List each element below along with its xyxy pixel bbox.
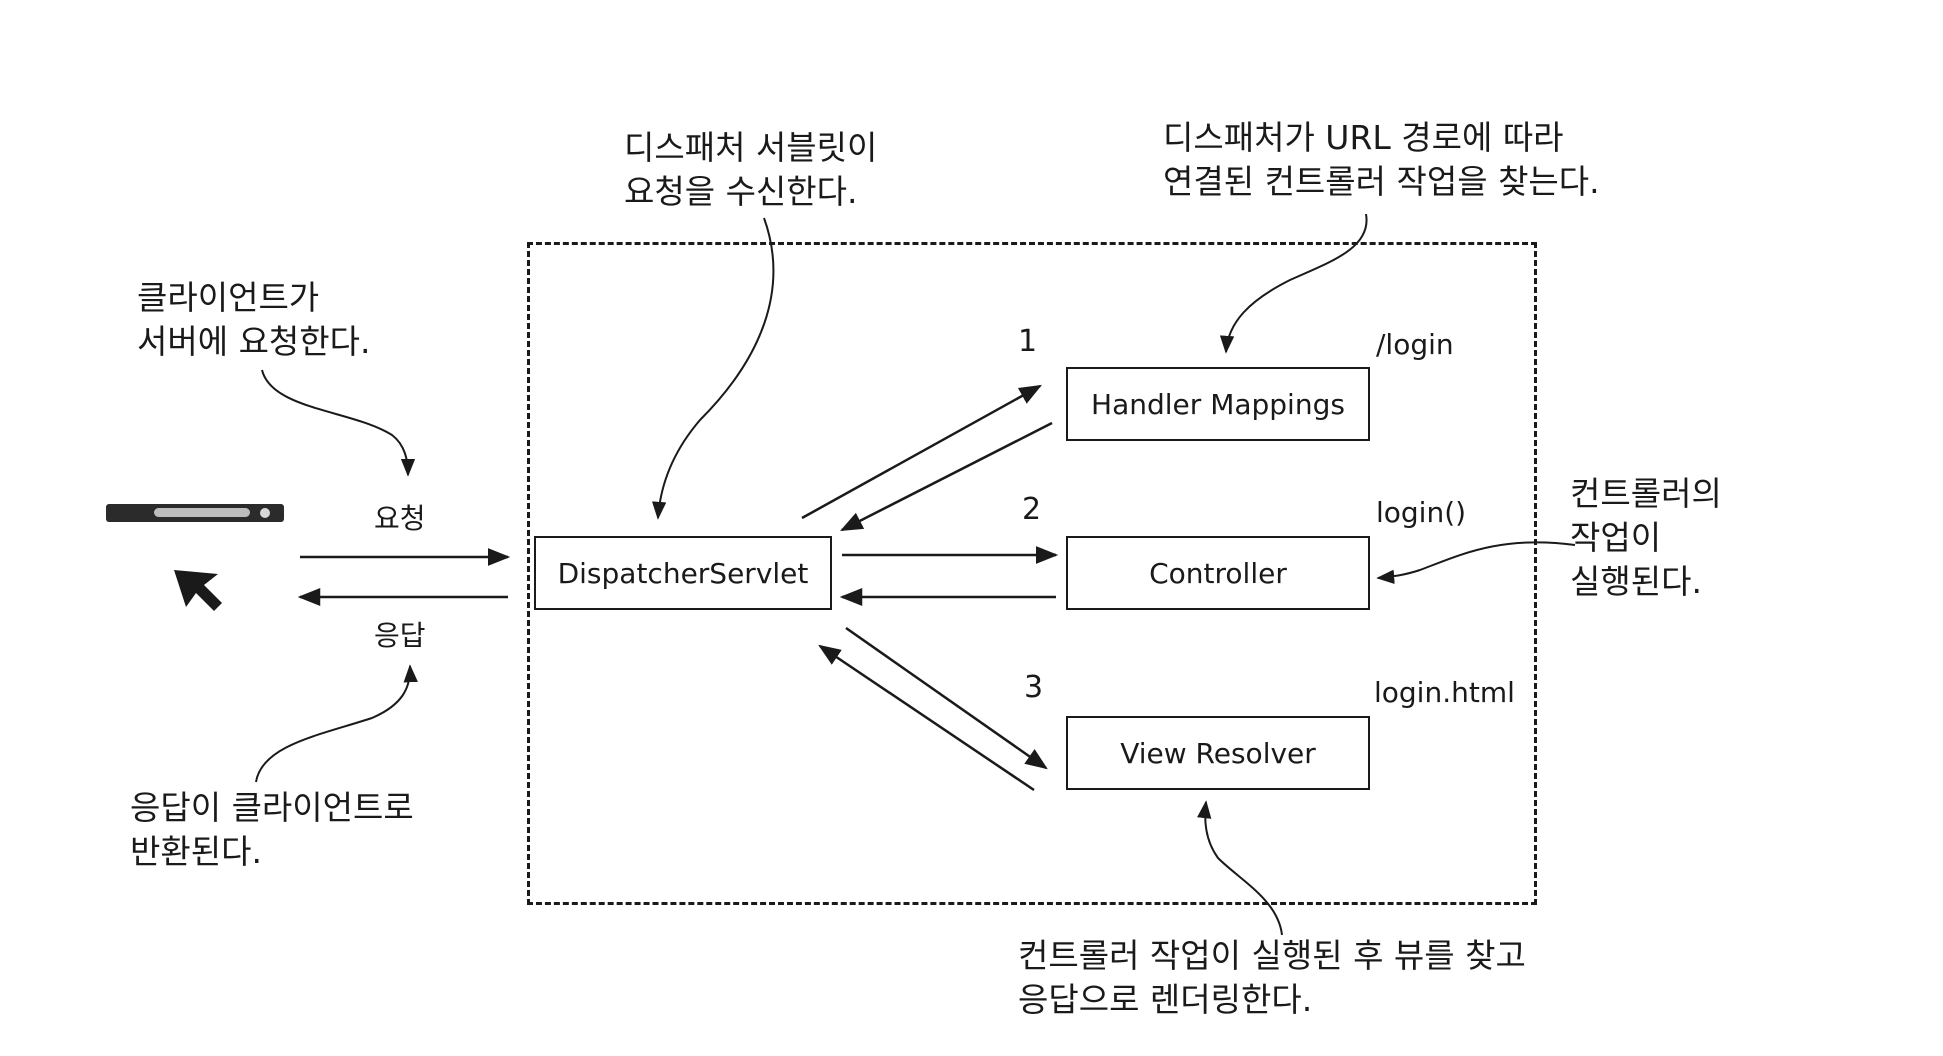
note-view-render: 컨트롤러 작업이 실행된 후 뷰를 찾고 응답으로 렌더링한다. (1018, 934, 1526, 1022)
note-line: 디스패처 서블릿이 (624, 128, 878, 167)
view-render-callout-arrow (1197, 800, 1283, 936)
tag-login-method: login() (1376, 496, 1467, 529)
find-controller-callout-arrow (1219, 213, 1368, 354)
mouse-cursor-icon (174, 570, 222, 611)
step-number-2: 2 (1022, 492, 1042, 527)
step-number-1: 1 (1018, 324, 1038, 359)
step-number-3: 3 (1024, 670, 1044, 705)
tag-login-view: login.html (1374, 676, 1515, 709)
view-resolver-box: View Resolver (1066, 716, 1370, 790)
step1-forward-arrow (801, 384, 1042, 520)
note-find-controller: 디스패처가 URL 경로에 따라 연결된 컨트롤러 작업을 찾는다. (1163, 116, 1600, 204)
tag-login-path: /login (1376, 328, 1454, 361)
address-field-shape (154, 508, 250, 517)
browser-address-bar-icon (106, 504, 284, 522)
server-boundary-frame (527, 242, 1537, 905)
note-line: 클라이언트가 (137, 278, 320, 317)
request-label: 요청 (374, 502, 426, 535)
controller-box: Controller (1066, 536, 1370, 610)
handler-mappings-box: Handler Mappings (1066, 367, 1370, 441)
dispatcher-receive-callout-arrow (651, 217, 775, 520)
note-response-return: 응답이 클라이언트로 반환된다. (130, 786, 414, 874)
note-line: 응답으로 렌더링한다. (1018, 980, 1313, 1019)
note-line: 응답이 클라이언트로 (130, 788, 414, 827)
note-line: 컨트롤러의 (1570, 474, 1722, 513)
note-line: 연결된 컨트롤러 작업을 찾는다. (1163, 162, 1600, 201)
controller-exec-callout-arrow (1376, 541, 1576, 585)
step1-return-arrow (839, 421, 1053, 532)
step3-forward-arrow (845, 626, 1048, 770)
note-line: 작업이 (1570, 518, 1662, 557)
browser-button-shape (260, 508, 270, 518)
response-label: 응답 (374, 619, 426, 652)
note-line: 디스패처가 URL 경로에 따라 (1163, 118, 1564, 157)
client-request-callout-arrow (261, 369, 416, 477)
dispatcher-servlet-box: DispatcherServlet (534, 536, 832, 610)
note-line: 컨트롤러 작업이 실행된 후 뷰를 찾고 (1018, 936, 1526, 975)
note-controller-exec: 컨트롤러의 작업이 실행된다. (1570, 472, 1722, 604)
note-line: 요청을 수신한다. (624, 172, 858, 211)
note-dispatcher-receive: 디스패처 서블릿이 요청을 수신한다. (624, 126, 877, 214)
note-line: 서버에 요청한다. (137, 322, 371, 361)
note-line: 실행된다. (1570, 562, 1702, 601)
note-line: 반환된다. (130, 832, 262, 871)
note-client-request: 클라이언트가 서버에 요청한다. (137, 276, 371, 364)
response-return-callout-arrow (255, 664, 418, 783)
step3-return-arrow (818, 644, 1035, 792)
